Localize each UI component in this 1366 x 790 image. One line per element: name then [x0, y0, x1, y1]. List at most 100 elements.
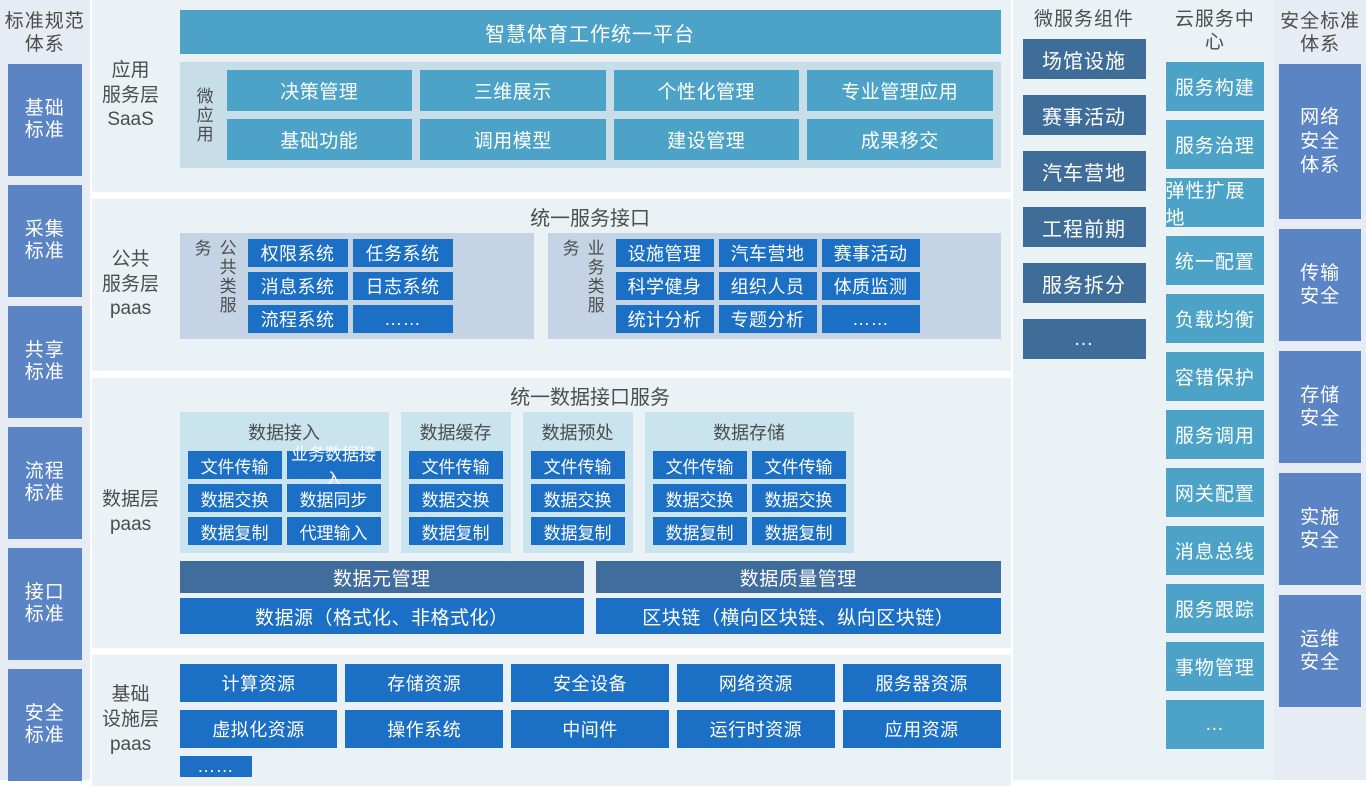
cloud-service-item-8[interactable]: 消息总线 [1165, 526, 1265, 576]
application-box-0[interactable]: 决策管理 [226, 70, 413, 111]
data-box-2-1[interactable]: 数据交换 [530, 484, 625, 512]
microservice-item-4[interactable]: 服务拆分 [1022, 263, 1146, 304]
data-box-3-3[interactable]: 数据交换 [751, 484, 846, 512]
security-item-4[interactable]: 运维安全 [1279, 595, 1362, 708]
service-box-0-2[interactable]: 消息系统 [247, 272, 348, 300]
standards-item-3[interactable]: 流程标准 [7, 427, 82, 540]
service-box-1-7[interactable]: 专题分析 [718, 305, 817, 333]
application-box-7[interactable]: 成果移交 [807, 119, 993, 160]
infrastructure-box-9[interactable]: 应用资源 [842, 710, 1001, 748]
service-box-1-0[interactable]: 设施管理 [615, 239, 714, 267]
service-box-1-2[interactable]: 赛事活动 [821, 239, 920, 267]
application-box-3[interactable]: 专业管理应用 [807, 70, 993, 111]
standards-item-list: 基础标准采集标准共享标准流程标准接口标准安全标准 [7, 64, 82, 790]
data-box-0-2[interactable]: 数据交换 [187, 484, 282, 512]
infrastructure-box-7[interactable]: 中间件 [511, 710, 669, 748]
infrastructure-box-4[interactable]: 服务器资源 [842, 664, 1001, 702]
cloud-service-item-9[interactable]: 服务跟踪 [1165, 584, 1265, 634]
service-box-1-3[interactable]: 科学健身 [615, 272, 714, 300]
data-box-3-1[interactable]: 文件传输 [751, 451, 846, 479]
cloud-service-item-0[interactable]: 服务构建 [1165, 62, 1265, 112]
infrastructure-box-8[interactable]: 运行时资源 [676, 710, 835, 748]
service-box-0-3[interactable]: 日志系统 [352, 272, 453, 300]
service-box-1-6[interactable]: 统计分析 [615, 305, 714, 333]
standards-item-0[interactable]: 基础标准 [7, 64, 82, 177]
data-box-0-0[interactable]: 文件传输 [187, 451, 282, 479]
standards-item-4[interactable]: 接口标准 [7, 548, 82, 661]
data-box-3-2[interactable]: 数据交换 [652, 484, 747, 512]
service-group-1: 业务类服务设施管理汽车营地赛事活动科学健身组织人员体质监测统计分析专题分析…… [547, 233, 1001, 339]
data-bar-row2-0[interactable]: 数据源（格式化、非格式化） [179, 598, 585, 634]
data-box-1-0[interactable]: 文件传输 [408, 451, 503, 479]
security-item-3[interactable]: 实施安全 [1279, 473, 1362, 586]
application-box-4[interactable]: 基础功能 [226, 119, 413, 160]
application-box-2[interactable]: 个性化管理 [613, 70, 800, 111]
service-box-1-5[interactable]: 体质监测 [821, 272, 920, 300]
cloud-service-column-title: 云服务中心 [1174, 9, 1255, 54]
infrastructure-box-6[interactable]: 操作系统 [345, 710, 504, 748]
application-grid: 决策管理三维展示个性化管理专业管理应用基础功能调用模型建设管理成果移交 [226, 70, 993, 160]
data-box-1-1[interactable]: 数据交换 [408, 484, 503, 512]
cloud-service-item-4[interactable]: 负载均衡 [1165, 294, 1265, 344]
service-box-1-8[interactable]: …… [821, 305, 920, 333]
cloud-service-item-6[interactable]: 服务调用 [1165, 410, 1265, 460]
data-box-3-4[interactable]: 数据复制 [652, 517, 747, 545]
microservice-column: 微服务组件 场馆设施赛事活动汽车营地工程前期服务拆分… [1012, 0, 1156, 780]
service-box-0-1[interactable]: 任务系统 [352, 239, 453, 267]
data-box-0-4[interactable]: 数据复制 [187, 517, 282, 545]
service-box-0-0[interactable]: 权限系统 [247, 239, 348, 267]
data-box-2-2[interactable]: 数据复制 [530, 517, 625, 545]
infrastructure-box-1[interactable]: 存储资源 [345, 664, 504, 702]
security-item-1[interactable]: 传输安全 [1279, 229, 1362, 342]
cloud-service-item-5[interactable]: 容错保护 [1165, 352, 1265, 402]
cloud-service-item-2[interactable]: 弹性扩展地 [1165, 178, 1265, 229]
infrastructure-more-box[interactable]: …… [179, 756, 252, 777]
infrastructure-box-2[interactable]: 安全设备 [511, 664, 669, 702]
service-box-1-1[interactable]: 汽车营地 [718, 239, 817, 267]
microservice-item-2[interactable]: 汽车营地 [1022, 151, 1146, 192]
data-group-2: 数据预处文件传输数据交换数据复制 [522, 412, 633, 553]
data-bar-row2-1[interactable]: 区块链（横向区块链、纵向区块链） [596, 598, 1001, 634]
data-box-2-0[interactable]: 文件传输 [530, 451, 625, 479]
microservice-item-1[interactable]: 赛事活动 [1022, 95, 1146, 136]
data-group-grid-1: 文件传输数据交换数据复制 [408, 451, 503, 545]
microapp-container: 微应用 决策管理三维展示个性化管理专业管理应用基础功能调用模型建设管理成果移交 [179, 62, 1001, 168]
infrastructure-box-5[interactable]: 虚拟化资源 [179, 710, 338, 748]
standards-item-1[interactable]: 采集标准 [7, 185, 82, 298]
infrastructure-box-3[interactable]: 网络资源 [676, 664, 835, 702]
microservice-item-0[interactable]: 场馆设施 [1022, 39, 1146, 80]
standards-item-2[interactable]: 共享标准 [7, 306, 82, 419]
cloud-service-item-7[interactable]: 网关配置 [1165, 468, 1265, 518]
cloud-service-column: 云服务中心 服务构建服务治理弹性扩展地统一配置负载均衡容错保护服务调用网关配置消… [1155, 0, 1275, 780]
application-box-5[interactable]: 调用模型 [420, 119, 606, 160]
microservice-item-3[interactable]: 工程前期 [1022, 207, 1146, 248]
service-box-0-5[interactable]: …… [352, 305, 453, 333]
cloud-service-item-11[interactable]: … [1165, 700, 1265, 750]
security-item-0[interactable]: 网络安全体系 [1279, 64, 1362, 220]
service-box-0-4[interactable]: 流程系统 [247, 305, 348, 333]
data-box-0-3[interactable]: 数据同步 [286, 484, 381, 512]
security-item-2[interactable]: 存储安全 [1279, 351, 1362, 464]
application-box-6[interactable]: 建设管理 [613, 119, 800, 160]
data-box-3-0[interactable]: 文件传输 [652, 451, 747, 479]
infrastructure-box-0[interactable]: 计算资源 [179, 664, 338, 702]
standards-item-5[interactable]: 安全标准 [7, 669, 82, 782]
microservice-item-5[interactable]: … [1022, 319, 1146, 360]
cloud-service-item-1[interactable]: 服务治理 [1165, 120, 1265, 170]
data-box-3-5[interactable]: 数据复制 [751, 517, 846, 545]
data-bar-row1-0[interactable]: 数据元管理 [179, 561, 585, 593]
data-box-0-5[interactable]: 代理输入 [286, 517, 381, 545]
cloud-service-item-10[interactable]: 事物管理 [1165, 642, 1265, 692]
data-box-0-1[interactable]: 业务数据接入 [286, 445, 381, 489]
cloud-service-item-3[interactable]: 统一配置 [1165, 236, 1265, 286]
data-bar-row1-1[interactable]: 数据质量管理 [596, 561, 1001, 593]
service-group-side-label-0: 公共类服务 [191, 239, 236, 315]
application-box-1[interactable]: 三维展示 [420, 70, 606, 111]
service-box-1-4[interactable]: 组织人员 [718, 272, 817, 300]
data-box-1-2[interactable]: 数据复制 [408, 517, 503, 545]
